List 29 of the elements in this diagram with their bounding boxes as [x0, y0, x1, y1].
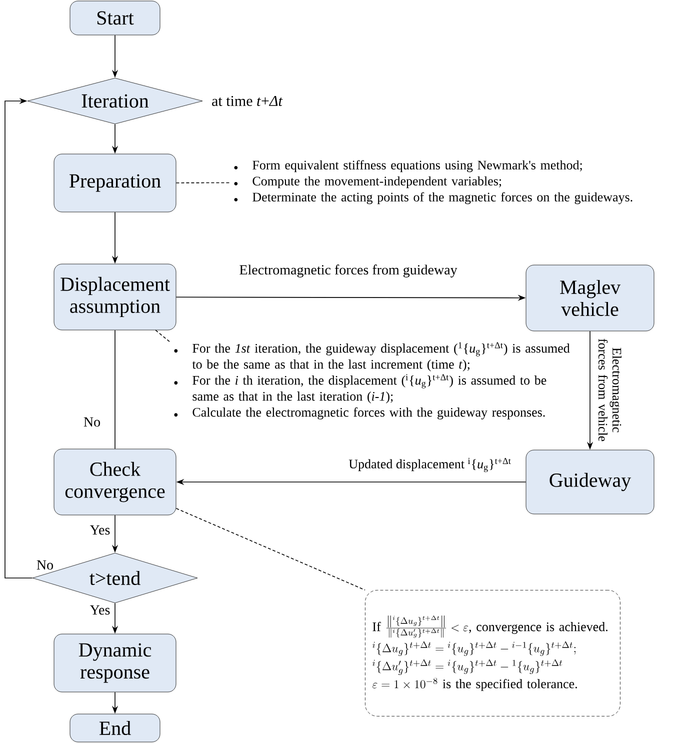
edge-label: Electromagnetic forces from guideway: [238, 264, 458, 278]
node-label: For the 1st iteration, the guideway displacement ($^{1}${u$_{g}$}$^{t+Δt}$) is assumed to be the same as that in the last increment (time t);: [192, 342, 570, 372]
process-box: End: [70, 714, 160, 742]
leader-line: [176, 182, 230, 184]
leader-line: [176, 508, 366, 590]
bullet-list: For the 1st iteration, the guideway displacement ($^{1}${u$_{g}$}$^{t+Δt}$) is assumed to be the same as that in the last increment (time t); For the i th iteration, the displacement ($^{i}${u$_{g}$}$^{t+Δt}$) is assumed to be same as that in the last iteration (i-1); Calculate the electromagnetic forces with the guideway responses.: [174, 342, 570, 420]
node-label: For the i th iteration, the displacement ($^{i}${u$_{g}$}$^{t+Δt}$) is assumed to be same as that in the last iteration (i-1);: [192, 374, 546, 404]
edge-label: Yes: [88, 524, 112, 536]
process-box: Displacement assumption: [54, 264, 176, 330]
bullet-list: Form equivalent stiffness equations using Newmark's method; Compute the movement-independent variables; Determinate the acting points of the magnetic forces on the guideways.: [234, 160, 632, 204]
node-label: Determinate the acting points of the magnetic forces on the guideways.: [252, 192, 632, 204]
edge-label: Updated displacement $^{i}${u$_{g}$}$^{t+Δt}$: [348, 456, 512, 474]
process-box: Preparation: [54, 154, 176, 212]
edge-label: No: [35, 559, 55, 571]
node-label: Form equivalent stiffness equations using Newmark's method;: [252, 160, 582, 172]
node-note: at time t+Δt: [212, 96, 283, 106]
process-box: Dynamic response: [54, 634, 176, 692]
process-box: Check convergence: [54, 448, 176, 516]
edge-label: Electromagnetic forces from vehicle: [597, 334, 623, 446]
process-box: Start: [70, 0, 160, 36]
process-box: Maglev vehicle: [526, 264, 654, 332]
leader-line: [155, 330, 170, 342]
formula-box: If $\frac{\left\| {}^{i}\{\Delta u_g\}^{t+\Delta t}\right\|}{\left\| {}^{i}\{\Delta u'_g\}^{t+\Delta t}\right\|} < \varepsilon$, convergence is achieved. ${}^{i}\{\Delta u_g\}^{t+\Delta t} = {}^{i}\{u_g\}^{t+\Delta t} - {}^{i-1}\{u_g\}^{t+\Delta t};$ ${}^{i}\{\Delta u'_g\}^{t+\Delta t} = {}^{i}\{u_g\}^{t+\Delta t} - {}^{1}\{u_g\}^{t+\Delta t}$ $\varepsilon = 1\times 10^{-8}$ is the specified tolerance.: [365, 590, 620, 716]
edge-label: Yes: [88, 604, 112, 616]
node-label: Calculate the electromagnetic forces with the guideway responses.: [192, 407, 545, 420]
process-box: Guideway: [526, 450, 654, 514]
arrow: [4, 98, 33, 578]
edge-label: No: [82, 416, 102, 428]
node-label: Compute the movement-independent variables;: [252, 176, 502, 188]
